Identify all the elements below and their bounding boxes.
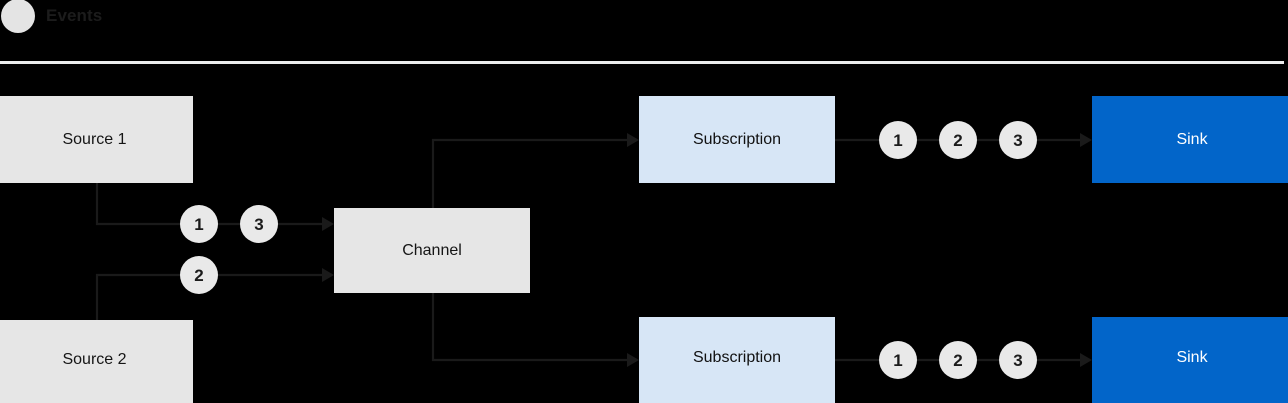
node-subscription-bottom-label: Subscription (692, 349, 782, 366)
event-badge-source2-2: 2 (180, 256, 218, 294)
event-badge-bottom-3: 3 (999, 341, 1037, 379)
event-badge-source1-1: 1 (180, 205, 218, 243)
node-sink-bottom[interactable]: Sink (1092, 317, 1288, 403)
node-source-2-label: Source 2 (62, 350, 127, 368)
event-badge-top-3: 3 (999, 121, 1037, 159)
node-channel-label: Channel (402, 241, 462, 259)
event-badge-top-2: 2 (939, 121, 977, 159)
event-badge-label: 1 (893, 350, 903, 370)
event-badge-source1-3: 3 (240, 205, 278, 243)
node-source-1-label: Source 1 (62, 130, 127, 148)
event-badge-label: 1 (893, 130, 903, 150)
event-badge-label: 2 (953, 130, 963, 150)
event-circle-icon (1, 0, 35, 33)
node-sink-top[interactable]: Sink (1092, 96, 1288, 183)
node-sink-bottom-label: Sink (1176, 349, 1208, 366)
node-channel[interactable]: Channel (334, 208, 530, 293)
node-source-1[interactable]: Source 1 (0, 96, 193, 183)
legend: Events (0, 0, 300, 40)
event-badge-label: 2 (953, 350, 963, 370)
event-badge-label: 3 (254, 214, 264, 234)
event-badge-label: 3 (1013, 350, 1023, 370)
node-sink-top-label: Sink (1176, 130, 1208, 148)
event-badge-label: 3 (1013, 130, 1023, 150)
node-source-2[interactable]: Source 2 (0, 320, 193, 403)
event-badge-bottom-2: 2 (939, 341, 977, 379)
legend-label: Events (46, 6, 103, 25)
event-badge-label: 1 (194, 214, 204, 234)
node-subscription-top-label: Subscription (692, 130, 782, 148)
node-subscription-bottom[interactable]: Subscription (639, 317, 835, 403)
event-badge-label: 2 (194, 265, 204, 285)
event-badge-top-1: 1 (879, 121, 917, 159)
event-badge-bottom-1: 1 (879, 341, 917, 379)
header-divider (0, 61, 1284, 64)
node-subscription-top[interactable]: Subscription (639, 96, 835, 183)
